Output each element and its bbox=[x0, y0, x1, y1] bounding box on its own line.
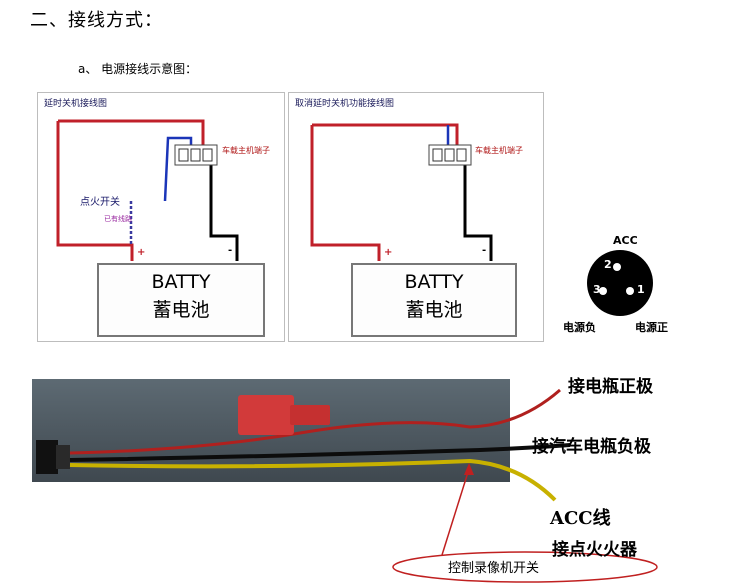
battery-label-en: BATTY bbox=[404, 271, 464, 293]
harness-photo bbox=[32, 379, 658, 583]
positive-power-label: 电源正 bbox=[635, 321, 668, 334]
delay-shutdown-diagram: 延时关机接线图 车载主机端子 点火开关 已有线路 + - BATTY 蓄电池 bbox=[37, 92, 285, 342]
negative-mark: - bbox=[482, 245, 487, 256]
cancel-delay-diagram: 取消延时关机功能接线图 车载主机端子 + - BATTY 蓄电池 bbox=[288, 92, 544, 342]
ignition-label: 接点火火器 bbox=[552, 540, 637, 560]
connector-pinout: ACC 2 3 1 电源负 电源正 bbox=[555, 225, 745, 340]
terminal-label: 车载主机端子 bbox=[475, 146, 523, 155]
pin-1-label: 1 bbox=[637, 283, 645, 296]
battery-positive-label: 接电瓶正极 bbox=[568, 377, 653, 397]
wiring-lines bbox=[310, 123, 493, 261]
acc-line-label: ACC线 bbox=[550, 508, 611, 529]
positive-mark: + bbox=[384, 247, 393, 258]
wiring-lines bbox=[56, 119, 239, 261]
subsection-heading: a、 电源接线示意图： bbox=[78, 62, 198, 76]
connector-icon bbox=[587, 250, 653, 316]
battery-label-cn: 蓄电池 bbox=[405, 299, 463, 321]
acc-label: ACC bbox=[613, 234, 638, 247]
positive-mark: + bbox=[137, 247, 146, 258]
pin-2-label: 2 bbox=[604, 258, 612, 271]
negative-mark: - bbox=[228, 245, 233, 256]
battery-label-cn: 蓄电池 bbox=[152, 299, 210, 321]
section-heading: 二、接线方式： bbox=[30, 10, 163, 31]
negative-power-label: 电源负 bbox=[563, 321, 596, 334]
control-recorder-label: 控制录像机开关 bbox=[448, 561, 540, 576]
diagram-title: 延时关机接线图 bbox=[44, 99, 108, 109]
battery-negative-label: 接汽车电瓶负极 bbox=[532, 437, 651, 457]
diagram-title: 取消延时关机功能接线图 bbox=[295, 99, 395, 109]
existing-line-label: 已有线路 bbox=[104, 215, 132, 223]
pin-3-label: 3 bbox=[593, 283, 601, 296]
battery-label-en: BATTY bbox=[151, 271, 211, 293]
ignition-switch-label: 点火开关 bbox=[80, 197, 120, 208]
terminal-label: 车载主机端子 bbox=[222, 146, 270, 155]
battery: BATTY 蓄电池 bbox=[97, 263, 265, 337]
battery: BATTY 蓄电池 bbox=[351, 263, 517, 337]
